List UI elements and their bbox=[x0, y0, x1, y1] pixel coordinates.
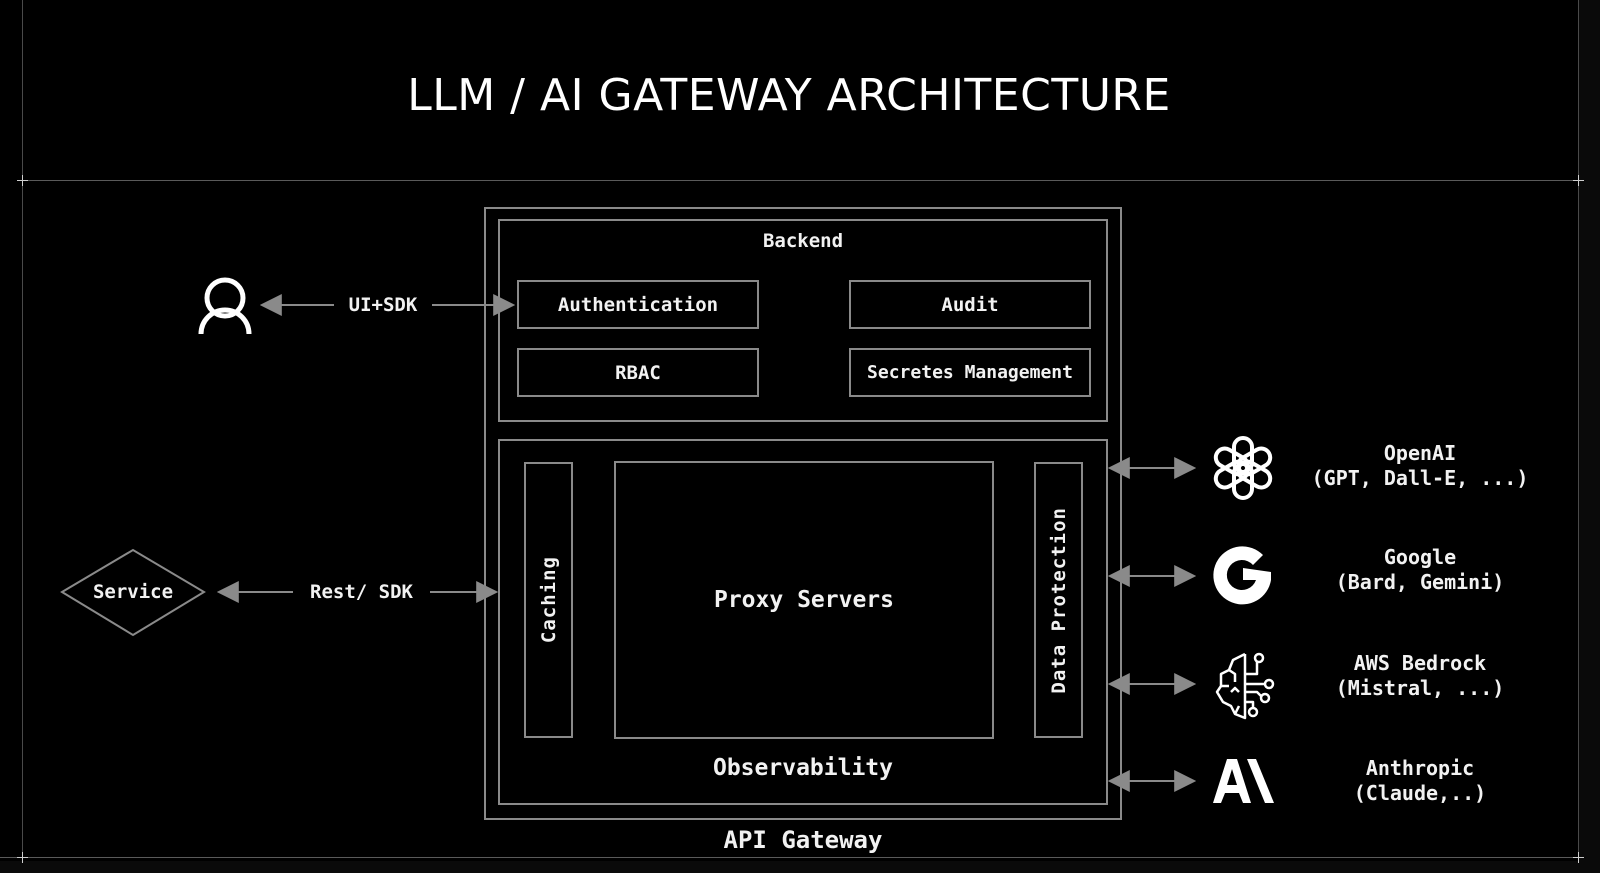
connectors-layer bbox=[60, 277, 1275, 803]
google-logo-icon bbox=[1213, 546, 1271, 605]
provider-openai[interactable]: OpenAI (GPT, Dall-E, ...) bbox=[1290, 441, 1550, 491]
backend-label: Backend bbox=[762, 230, 844, 252]
guide-line-right bbox=[1578, 0, 1579, 861]
guide-line-bottom bbox=[0, 857, 1578, 858]
audit-label: Audit bbox=[941, 293, 999, 316]
diagram-canvas: LLM / AI GATEWAY ARCHITECTURE API Gatewa… bbox=[0, 0, 1584, 863]
rest-sdk-label: Rest/ SDK bbox=[310, 581, 413, 603]
proxy-servers-module[interactable]: Proxy Servers bbox=[614, 461, 994, 739]
audit-module[interactable]: Audit bbox=[849, 280, 1091, 329]
service-label[interactable]: Service bbox=[92, 581, 174, 603]
provider-name: Google bbox=[1383, 545, 1457, 569]
ui-sdk-label: UI+SDK bbox=[348, 294, 418, 316]
secrets-management-label: Secretes Management bbox=[867, 362, 1073, 383]
backend-box bbox=[498, 219, 1108, 422]
crosshair-marker bbox=[17, 852, 28, 863]
diagram-title: LLM / AI GATEWAY ARCHITECTURE bbox=[407, 70, 1171, 121]
api-gateway-label: API Gateway bbox=[723, 826, 883, 854]
proxy-servers-label: Proxy Servers bbox=[713, 587, 894, 613]
rbac-label: RBAC bbox=[615, 361, 661, 384]
authentication-module[interactable]: Authentication bbox=[517, 280, 759, 329]
data-protection-module[interactable]: Data Protection bbox=[1034, 462, 1083, 738]
provider-name: AWS Bedrock bbox=[1353, 651, 1487, 675]
openai-logo-icon bbox=[1213, 436, 1273, 500]
guide-line-top bbox=[22, 180, 1578, 181]
crosshair-marker bbox=[1573, 852, 1584, 863]
aws-bedrock-brain-icon bbox=[1215, 652, 1275, 720]
provider-name: Anthropic bbox=[1365, 756, 1475, 780]
caching-module[interactable]: Caching bbox=[524, 462, 573, 738]
user-icon[interactable] bbox=[198, 277, 252, 335]
provider-models: (Claude,..) bbox=[1353, 781, 1487, 805]
provider-models: (Mistral, ...) bbox=[1335, 676, 1505, 700]
provider-name: OpenAI bbox=[1383, 441, 1457, 465]
anthropic-logo-icon bbox=[1213, 759, 1274, 803]
provider-anthropic[interactable]: Anthropic (Claude,..) bbox=[1290, 756, 1550, 806]
authentication-label: Authentication bbox=[557, 293, 719, 316]
runtime-box bbox=[498, 439, 1108, 805]
guide-line-left bbox=[22, 0, 23, 861]
api-gateway-box bbox=[484, 207, 1122, 820]
provider-aws-bedrock[interactable]: AWS Bedrock (Mistral, ...) bbox=[1290, 651, 1550, 701]
crosshair-marker bbox=[1573, 175, 1584, 186]
service-node-shape[interactable] bbox=[60, 548, 206, 637]
secrets-management-module[interactable]: Secretes Management bbox=[849, 348, 1091, 397]
provider-google[interactable]: Google (Bard, Gemini) bbox=[1290, 545, 1550, 595]
provider-models: (GPT, Dall-E, ...) bbox=[1311, 466, 1529, 490]
provider-models: (Bard, Gemini) bbox=[1335, 570, 1505, 594]
observability-label: Observability bbox=[712, 755, 893, 781]
rbac-module[interactable]: RBAC bbox=[517, 348, 759, 397]
crosshair-marker bbox=[17, 175, 28, 186]
